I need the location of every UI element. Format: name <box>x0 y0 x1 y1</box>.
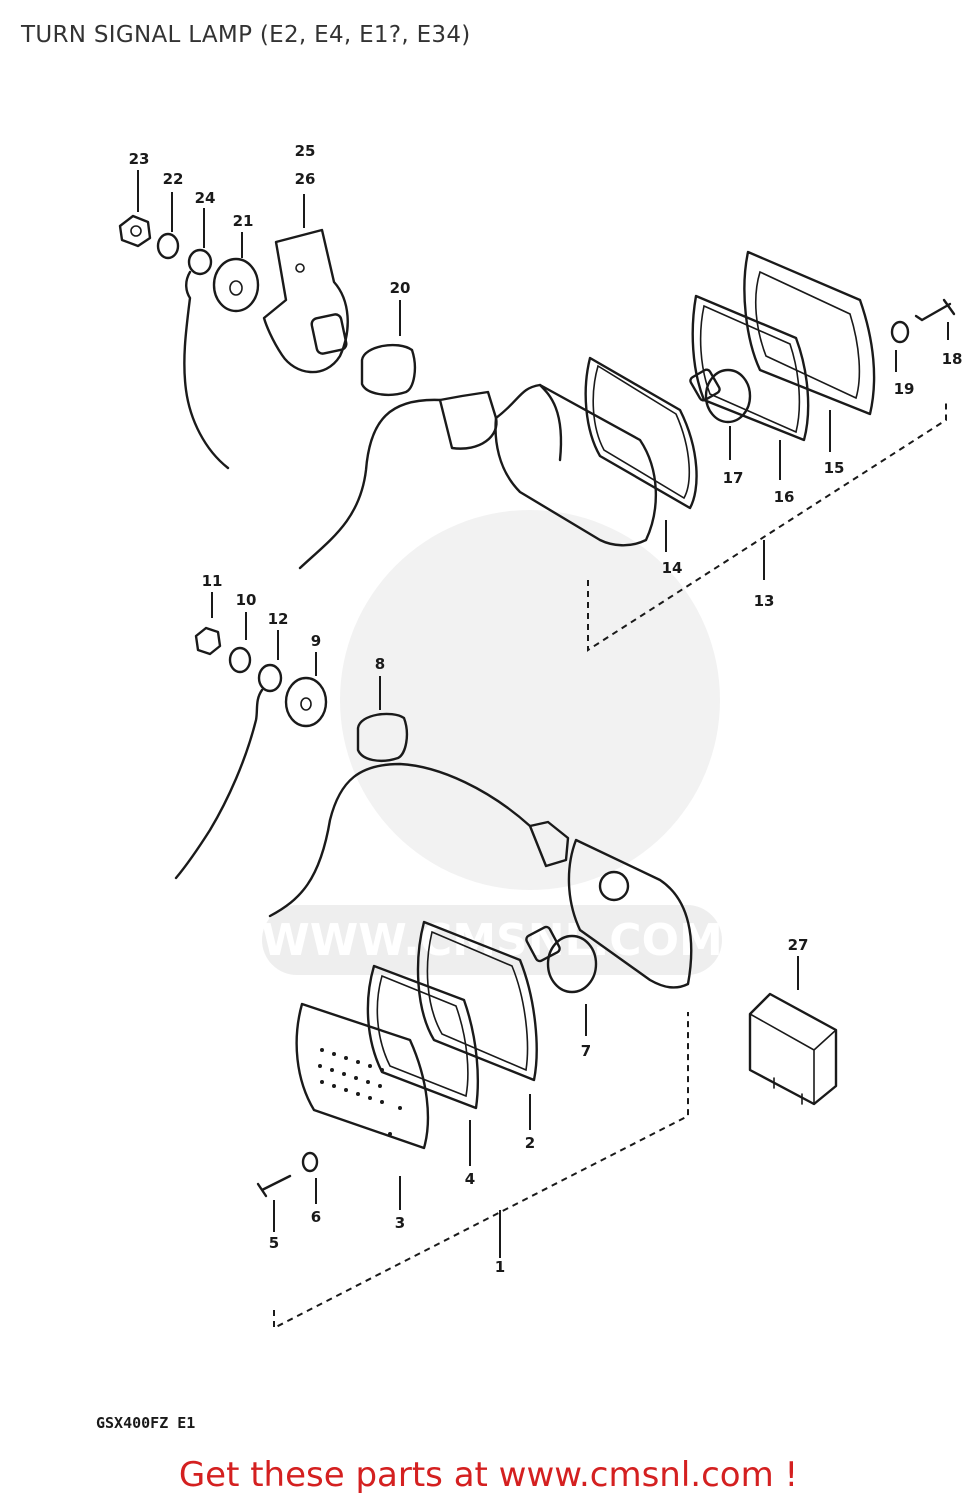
model-code: GSX400FZ E1 <box>96 1414 195 1432</box>
part-18-screw <box>914 298 956 322</box>
callout-27: 27 <box>788 936 809 954</box>
callout-5: 5 <box>269 1234 279 1252</box>
part-22-lock-washer <box>156 232 180 260</box>
part-15-lens <box>743 250 876 416</box>
callout-12: 12 <box>268 610 289 628</box>
callout-11: 11 <box>202 572 223 590</box>
part-1-lamp-housing <box>268 762 693 989</box>
part-10-lock-washer <box>228 646 252 674</box>
callout-8: 8 <box>375 655 385 673</box>
callout-4: 4 <box>465 1170 475 1188</box>
part-16-lens-seal <box>691 294 810 442</box>
part-4-lens-seal <box>366 964 480 1110</box>
callout-13: 13 <box>754 592 775 610</box>
part-17-bulb <box>689 368 752 424</box>
callout-3: 3 <box>395 1214 405 1232</box>
callout-9: 9 <box>311 632 321 650</box>
callout-10: 10 <box>236 591 257 609</box>
callout-1: 1 <box>495 1258 505 1276</box>
part-7-bulb <box>525 925 598 994</box>
callout-24: 24 <box>195 189 216 207</box>
part-21-washer <box>212 257 260 313</box>
callout-16: 16 <box>774 488 795 506</box>
part-23-nut <box>118 214 152 248</box>
callout-14: 14 <box>662 559 683 577</box>
part-12-ground-terminal <box>174 663 283 880</box>
part-24-ground-terminal <box>183 248 230 470</box>
lens-pattern <box>318 1048 402 1136</box>
callout-19: 19 <box>894 380 915 398</box>
part-19-washer <box>890 320 910 344</box>
callout-15: 15 <box>824 459 845 477</box>
footer-link-text[interactable]: Get these parts at www.cmsnl.com ! <box>178 1455 799 1495</box>
callout-labels: 23 22 24 21 25 26 20 18 19 15 17 16 14 1… <box>129 142 963 1276</box>
callout-7: 7 <box>581 1042 591 1060</box>
callout-21: 21 <box>233 212 254 230</box>
page-title: TURN SIGNAL LAMP (E2, E4, E1?, E34) <box>21 22 471 48</box>
callout-23: 23 <box>129 150 150 168</box>
part-2-gasket <box>416 920 538 1082</box>
part-3-lens <box>295 1002 430 1150</box>
callout-18: 18 <box>942 350 963 368</box>
part-6-washer <box>301 1151 319 1173</box>
callout-2: 2 <box>525 1134 535 1152</box>
part-20-rubber-cover <box>360 343 417 396</box>
callout-17: 17 <box>723 469 744 487</box>
callout-20: 20 <box>390 279 411 297</box>
watermark-logo: WWW.CMSNL.COM <box>261 510 723 975</box>
part-8-rubber-cover <box>356 712 409 762</box>
part-9-washer <box>284 676 328 728</box>
part-25-26-bracket <box>262 228 349 374</box>
callout-26: 26 <box>295 170 316 188</box>
part-11-nut <box>194 626 222 656</box>
callout-6: 6 <box>311 1208 321 1226</box>
upper-leader-lines <box>137 170 949 652</box>
part-27-relay <box>748 992 838 1106</box>
callout-25: 25 <box>295 142 316 160</box>
part-13-lamp-housing <box>298 383 658 570</box>
part-5-screw <box>256 1174 292 1198</box>
lower-leader-lines <box>211 592 799 1330</box>
part-14-gasket <box>584 356 698 510</box>
callout-22: 22 <box>163 170 184 188</box>
